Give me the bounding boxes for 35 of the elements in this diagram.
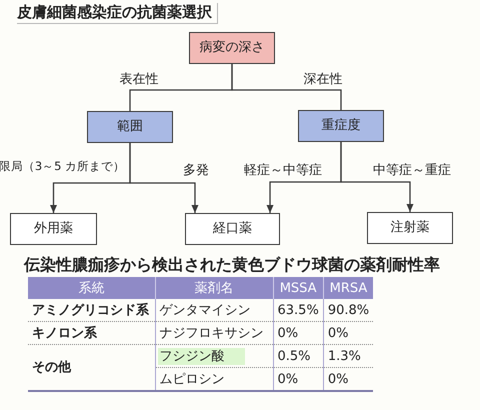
table-title: 伝染性膿痂疹から検出された黄色ブドウ球菌の薬剤耐性率 <box>24 255 440 275</box>
drug-name: ナジフロキサシン <box>160 326 264 340</box>
edge-label: 深在性 <box>302 72 344 87</box>
percentage-value: 90.8% <box>328 302 370 318</box>
percentage-value: 1.3% <box>328 348 361 364</box>
drug-name: ムピロシン <box>160 372 224 386</box>
percentage-value: 0% <box>328 326 348 340</box>
edge-label: 多発 <box>182 163 210 178</box>
arrow <box>340 142 414 212</box>
criterion-box: 病変の深さ <box>189 32 275 64</box>
column-header: MRSA <box>323 277 374 299</box>
percentage-value: 0% <box>278 326 298 340</box>
drug-class: その他 <box>32 360 71 375</box>
treatment-box: 外用薬 <box>10 213 97 245</box>
treatment-box: 注射薬 <box>367 212 453 244</box>
column-header: 系統 <box>28 277 155 299</box>
connector-line <box>231 64 342 110</box>
column-header: 薬剤名 <box>155 277 273 299</box>
percentage-value: 0.5% <box>278 348 311 364</box>
drug-class: アミノグリコシド系 <box>32 302 149 318</box>
criterion-box: 重症度 <box>298 110 384 142</box>
drug-class: キノロン系 <box>32 326 97 340</box>
edge-label: 軽症～中等症 <box>243 163 323 178</box>
edge-label: 中等症～重症 <box>372 163 452 178</box>
drug-name: フシジン酸 <box>158 348 244 364</box>
title: 皮膚細菌感染症の抗菌薬選択 <box>17 3 218 24</box>
percentage-value: 0% <box>278 372 298 386</box>
drug-name: ゲンタマイシン <box>160 302 250 318</box>
arrow <box>129 143 198 213</box>
criterion-box: 範囲 <box>87 111 173 143</box>
percentage-value: 63.5% <box>278 302 319 318</box>
percentage-value: 0% <box>328 372 348 386</box>
edge-label: 表在性 <box>118 72 160 87</box>
treatment-box: 経口薬 <box>185 213 280 245</box>
column-header: MSSA <box>273 277 324 299</box>
